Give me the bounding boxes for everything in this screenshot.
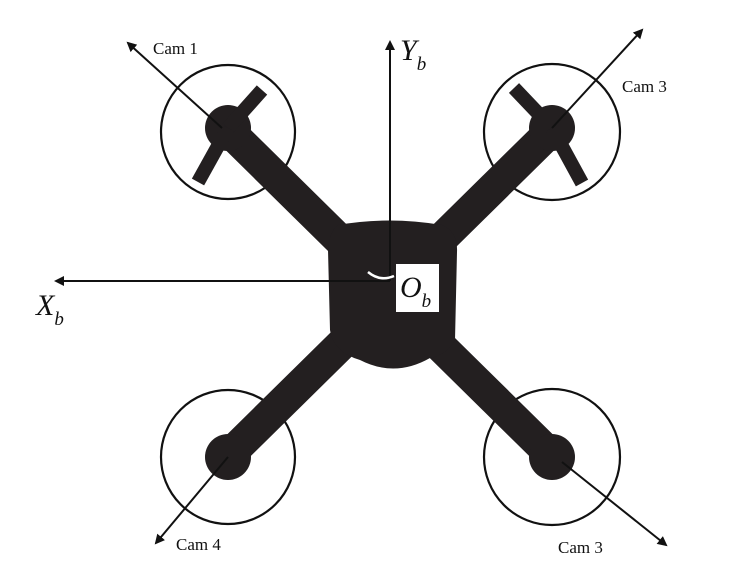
origin-label-sub: b [422,291,432,312]
origin-label-box [396,264,439,312]
cam3-bottom-label: Cam 3 [558,538,603,557]
rotor-guard-rear-left [159,388,297,526]
cam4-arrow [154,456,229,545]
y-axis-label: Yb [400,34,426,75]
rotor-guard-rear-right [482,387,622,527]
camera-arrows [126,28,668,547]
y-axis-label-main: Y [400,34,420,67]
x-axis-label: Xb [35,289,64,330]
y-axis-label-sub: b [417,54,427,75]
cam3-bottom-arrow [561,461,668,547]
motor-rear-right [529,434,575,480]
rotor-guards [159,62,622,527]
x-axis-label-sub: b [54,309,64,330]
rotor-guard-front-right [482,62,622,202]
cam4-label: Cam 4 [176,535,221,554]
cam1-arrow [126,41,223,129]
origin-label-main: O [400,271,422,304]
cam3-top-arrow [551,28,644,129]
origin-label: Ob [400,271,431,312]
propeller-front-right-a [508,83,558,133]
rotor-guard-front-left [159,63,297,201]
origin-marker [367,271,395,280]
cam3-top-label: Cam 3 [622,77,667,96]
propeller-front-left-a [222,85,268,133]
x-axis-label-main: X [35,289,56,322]
propeller-front-left-b [191,124,235,186]
body-axes [54,40,395,286]
cam1-label: Cam 1 [153,39,198,58]
propeller-front-right-b [545,124,589,187]
central-hub [328,220,458,369]
